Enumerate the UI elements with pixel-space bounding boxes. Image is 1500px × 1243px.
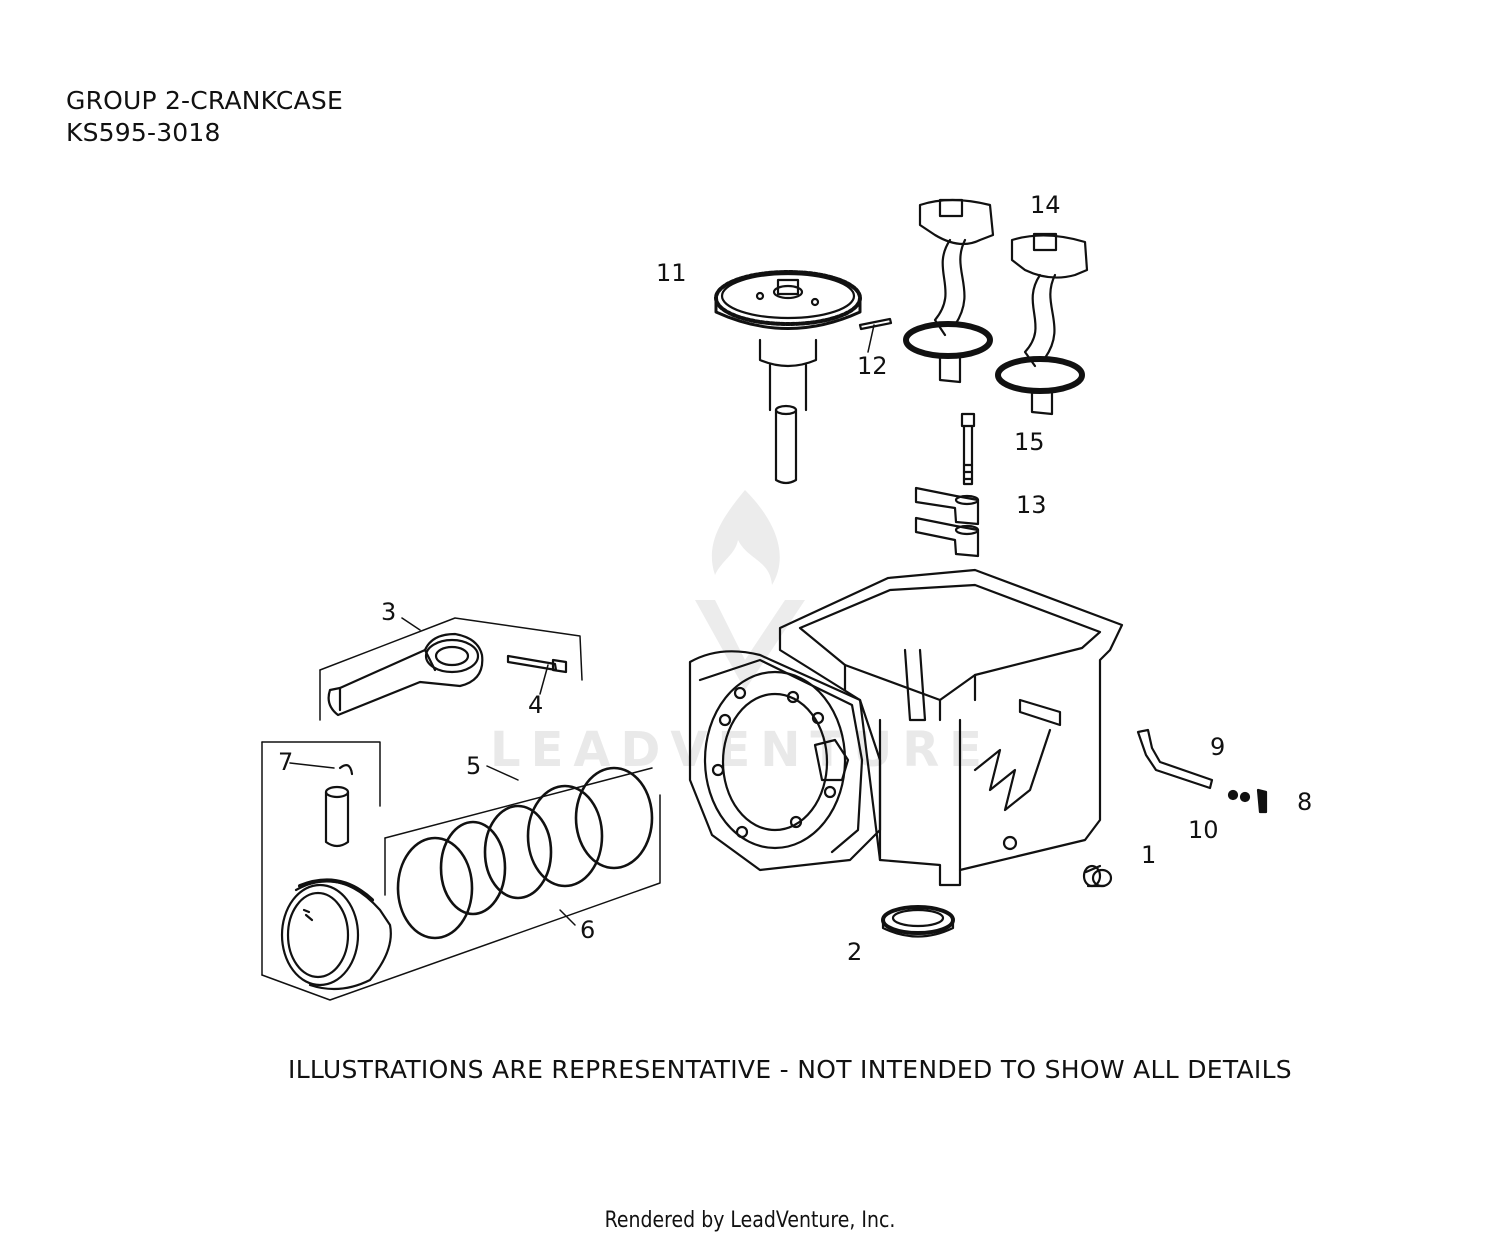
piston-part (280, 878, 392, 991)
piston-pin-group (261, 741, 381, 976)
crankcase-part (688, 568, 1124, 887)
camshaft-gear-part (714, 270, 862, 485)
callout-4: 4 (528, 691, 544, 719)
callout-5: 5 (466, 752, 482, 780)
balancer-arm-part (903, 198, 1089, 416)
piston-rings-group (261, 766, 661, 1001)
model-code: KS595-3018 (66, 118, 221, 147)
watermark-text: LEADVENTURE (490, 722, 992, 778)
lifter-part (914, 486, 980, 558)
callout-7: 7 (278, 748, 294, 776)
callout-3: 3 (381, 598, 397, 626)
lever-part (1136, 728, 1214, 790)
dowel-part (1082, 864, 1113, 888)
disclaimer-text: ILLUSTRATIONS ARE REPRESENTATIVE - NOT I… (288, 1055, 1292, 1084)
callout-13: 13 (1016, 491, 1047, 519)
leader-lines (289, 324, 875, 926)
rendered-by-footer: Rendered by LeadVenture, Inc. (604, 1208, 896, 1233)
callout-9: 9 (1210, 733, 1226, 761)
bolt-part (960, 412, 976, 486)
callout-11: 11 (656, 259, 687, 287)
callout-10: 10 (1188, 816, 1219, 844)
screw-part (1256, 788, 1268, 814)
washer-part (1227, 789, 1251, 803)
callout-12: 12 (857, 352, 888, 380)
callout-6: 6 (580, 916, 596, 944)
callout-14: 14 (1030, 191, 1061, 219)
callout-8: 8 (1297, 788, 1313, 816)
pin-part (858, 317, 893, 331)
group-title: GROUP 2-CRANKCASE (66, 86, 343, 115)
callout-1: 1 (1141, 841, 1157, 869)
oil-seal-part (881, 905, 955, 938)
connecting-rod-group (319, 617, 583, 721)
callout-15: 15 (1014, 428, 1045, 456)
callout-2: 2 (847, 938, 863, 966)
